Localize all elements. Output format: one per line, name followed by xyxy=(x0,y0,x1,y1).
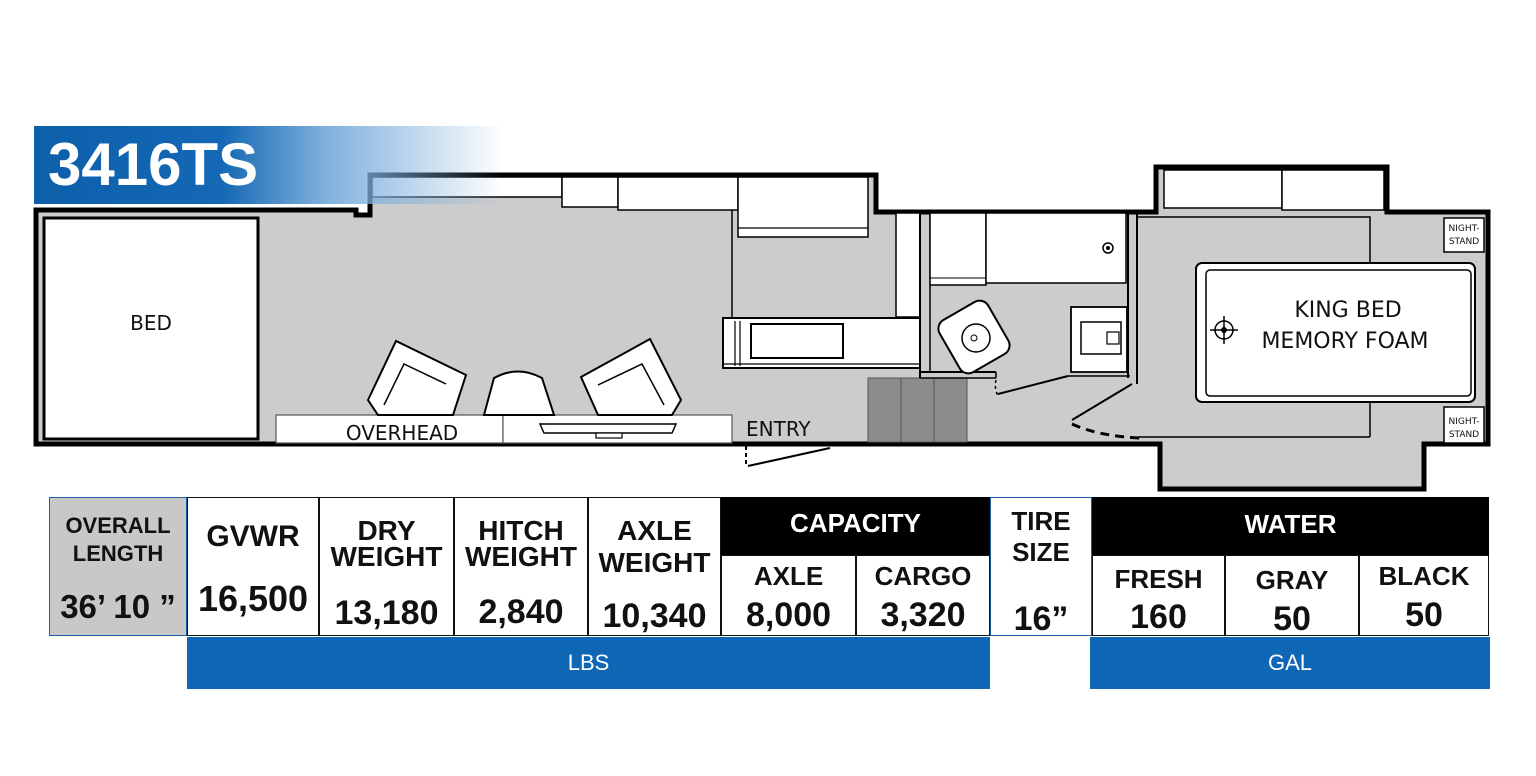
overall-length-value: 36’ 10 ” xyxy=(60,588,176,625)
toilet-icon xyxy=(937,299,1011,375)
model-title-banner: 3416TS xyxy=(34,126,504,204)
capacity-cargo-value: 3,320 xyxy=(880,596,966,634)
overhead-label: OVERHEAD xyxy=(346,421,458,445)
tv-icon xyxy=(538,423,678,434)
dry-weight-value: 13,180 xyxy=(334,594,439,632)
front-bed xyxy=(42,216,260,441)
svg-text:STAND: STAND xyxy=(1449,430,1479,440)
king-bed xyxy=(1195,262,1476,403)
pantry xyxy=(895,212,921,318)
outer-wall xyxy=(33,164,1491,492)
gvwr-value: 16,500 xyxy=(197,578,309,619)
bedroom-door xyxy=(1071,383,1133,421)
recliner-chair-right xyxy=(579,337,683,416)
gvwr-cell: GVWR 16,500 xyxy=(187,497,319,636)
entry-door xyxy=(747,447,831,467)
kitchen-counter xyxy=(737,176,869,238)
entry-step xyxy=(867,377,902,443)
ceiling-fan-icon xyxy=(1210,316,1238,344)
floorplan-diagram: BED OVERHEAD ENTRY xyxy=(33,164,1491,492)
bath-door xyxy=(997,375,1069,395)
svg-text:STAND: STAND xyxy=(1449,237,1479,247)
nightstand-bottom: NIGHT- STAND xyxy=(1443,406,1485,444)
gray-water-value: 50 xyxy=(1273,600,1311,638)
dry-weight-cell: DRY WEIGHT 13,180 xyxy=(319,497,454,636)
gray-water-cell: GRAY 50 xyxy=(1225,555,1359,636)
slide-cabinet xyxy=(617,176,739,211)
hitch-weight-cell: HITCH WEIGHT 2,840 xyxy=(454,497,588,636)
fresh-water-cell: FRESH 160 xyxy=(1092,555,1225,636)
water-unit-bar: GAL xyxy=(1090,637,1490,689)
black-water-cell: BLACK 50 xyxy=(1359,555,1489,636)
weight-unit-bar: LBS xyxy=(187,637,990,689)
axle-weight-cell: AXLE WEIGHT 10,340 xyxy=(588,497,721,636)
recliner-chair-left xyxy=(366,339,468,416)
kitchen-sink xyxy=(750,323,844,359)
capacity-axle-value: 8,000 xyxy=(745,596,832,634)
bedroom-cabinet xyxy=(1163,169,1283,209)
king-bed-label: KING BED xyxy=(1294,298,1401,323)
tire-size-value: 16” xyxy=(1013,600,1069,638)
water-header: WATER xyxy=(1092,497,1489,555)
hitch-weight-value: 2,840 xyxy=(478,593,564,631)
capacity-axle-cell: AXLE 8,000 xyxy=(721,555,856,636)
svg-text:NIGHT-: NIGHT- xyxy=(1448,417,1479,427)
model-name: 3416TS xyxy=(48,131,259,198)
bath-sink-icon xyxy=(1068,306,1130,377)
overall-length-cell: OVERALL LENGTH 36’ 10 ” xyxy=(49,497,187,636)
entry-step xyxy=(900,377,935,443)
tire-size-cell: TIRE SIZE 16” xyxy=(990,497,1092,636)
capacity-header: CAPACITY xyxy=(721,497,990,555)
black-water-value: 50 xyxy=(1405,596,1443,634)
nightstand-top: NIGHT- STAND xyxy=(1443,217,1485,253)
swivel-chair-center xyxy=(482,370,556,416)
bedroom-cabinet xyxy=(1281,169,1385,211)
entry-label: ENTRY xyxy=(746,417,811,441)
fresh-water-value: 160 xyxy=(1130,598,1187,636)
bath-cabinet xyxy=(929,212,987,286)
entry-step xyxy=(933,377,968,443)
slide-cabinet xyxy=(561,176,619,208)
bed-label: BED xyxy=(130,311,172,335)
capacity-cargo-cell: CARGO 3,320 xyxy=(856,555,990,636)
axle-weight-value: 10,340 xyxy=(602,597,707,635)
svg-text:NIGHT-: NIGHT- xyxy=(1448,224,1479,234)
king-bed-sublabel: MEMORY FOAM xyxy=(1261,329,1428,354)
